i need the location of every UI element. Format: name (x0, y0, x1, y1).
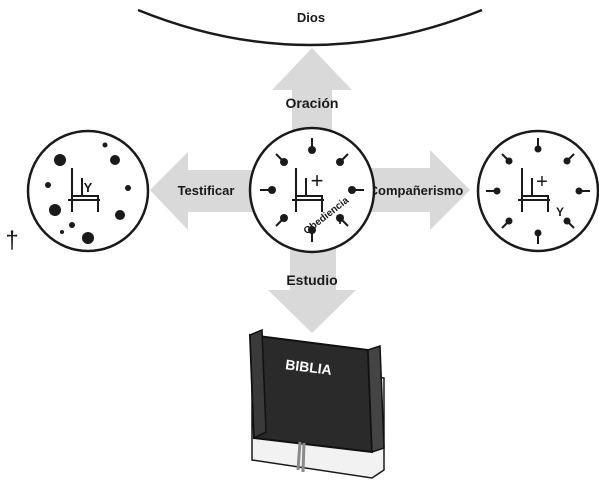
chaos-dots (45, 142, 131, 244)
book-cover (248, 333, 374, 454)
outside-cross-icon: † (5, 227, 18, 254)
self-label-center: Y (336, 213, 344, 227)
spokes (486, 138, 590, 244)
self-label-left: Y (84, 180, 93, 195)
bookmark-ribbon (296, 441, 306, 473)
throne-icon (292, 168, 324, 212)
bible-book: BIBLIA (248, 328, 385, 479)
self-label-right: Y (556, 205, 564, 219)
dios-label: Dios (297, 10, 325, 25)
cross-icon-center: + (311, 168, 324, 193)
arrow-left (150, 152, 256, 230)
arrow-down (268, 240, 356, 333)
arrow-up (272, 48, 352, 148)
right-circle: + Y (476, 129, 599, 253)
arrow-right (368, 150, 470, 230)
center-circle: + Obediencia Y (248, 126, 376, 254)
arrow-down-label: Estudio (286, 272, 337, 288)
book-spine (249, 328, 267, 440)
cross-icon-right: + (536, 171, 548, 193)
spoke-dots (268, 146, 356, 234)
left-circle: Y (26, 129, 150, 253)
arrow-right-label: Compañerismo (369, 183, 464, 198)
throne-icon (68, 168, 100, 212)
arrows-group (150, 48, 470, 333)
dios-arc (137, 8, 483, 47)
book-side (367, 344, 385, 454)
arrow-up-label: Oración (286, 95, 339, 111)
spoke-dots (493, 145, 583, 237)
book-title: BIBLIA (284, 356, 332, 378)
arrow-left-label: Testificar (178, 183, 235, 198)
spokes (260, 138, 364, 242)
throne-icon (518, 168, 550, 212)
